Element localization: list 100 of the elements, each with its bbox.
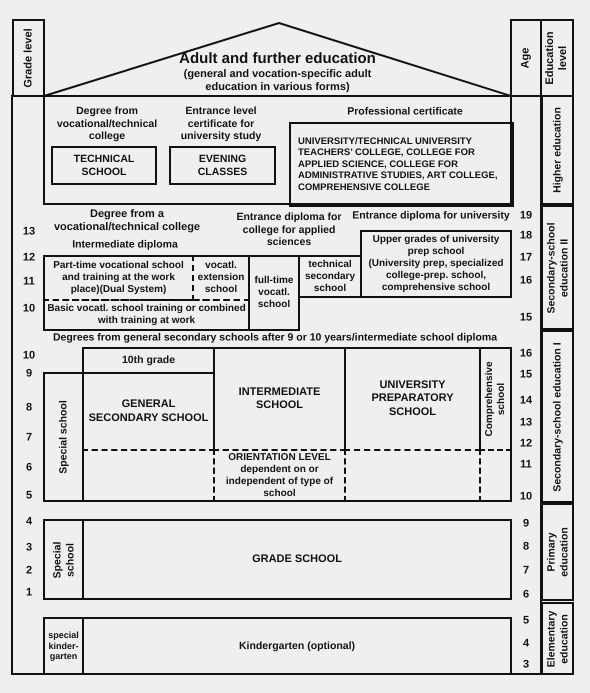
school-name: UNIVERSITY/TECHNICAL UNIVERSITY TEACHERS’ COLLEGE, COLLEGE FOR APPLIED SCIENCE, COLLEGE FOR ADMINISTRATIVE STUDIES, ART COLLEGE, COMPREHENSIVE COLLEGE bbox=[297, 136, 499, 193]
school-name: Kindergarten (optional) bbox=[238, 640, 356, 652]
grade-number: 10 bbox=[22, 302, 36, 316]
age-number: 10 bbox=[518, 490, 534, 504]
school-box bbox=[43, 519, 84, 600]
age-number: 3 bbox=[522, 658, 530, 672]
diploma-heading: Entrance diploma for university bbox=[351, 210, 511, 222]
grade-number: 2 bbox=[24, 564, 34, 578]
age-number: 16 bbox=[518, 347, 534, 361]
grade-number: 9 bbox=[24, 367, 34, 381]
age-number: 11 bbox=[519, 458, 533, 472]
school-box bbox=[479, 347, 512, 451]
level-name: Primary education bbox=[544, 526, 570, 579]
grade-number: 5 bbox=[24, 489, 34, 503]
school-box bbox=[43, 255, 194, 301]
grade-number: 13 bbox=[22, 225, 36, 239]
grade-number: 4 bbox=[24, 515, 34, 529]
school-box bbox=[82, 617, 512, 675]
school-box bbox=[82, 449, 215, 502]
age-number: 17 bbox=[518, 251, 534, 265]
heading: Adult and further education bbox=[178, 50, 377, 68]
school-name: ORIENTATION LEVEL bbox=[227, 452, 332, 464]
school-box bbox=[344, 347, 481, 451]
age-number: 4 bbox=[522, 637, 530, 651]
school-box bbox=[360, 230, 512, 298]
age-number: 12 bbox=[518, 437, 534, 451]
age-number: 14 bbox=[518, 394, 534, 408]
level-box bbox=[541, 503, 574, 601]
grade-number: 8 bbox=[24, 401, 34, 415]
age-number: 13 bbox=[518, 416, 534, 430]
school-box bbox=[82, 347, 215, 374]
school-note: dependent on or independent of type of school bbox=[224, 464, 334, 500]
level-box bbox=[541, 95, 574, 205]
school-name: GRADE SCHOOL bbox=[251, 552, 343, 566]
school-name: 10th grade bbox=[120, 354, 176, 367]
school-name: INTERMEDIATE SCHOOL bbox=[238, 386, 322, 412]
certificate-heading: Degree from vocational/technical college bbox=[56, 105, 158, 143]
age-number: 8 bbox=[522, 540, 530, 554]
school-note: (University prep, specialized college-prep. school, comprehensive school bbox=[367, 258, 505, 294]
column-title: Age bbox=[519, 46, 532, 70]
school-box bbox=[169, 146, 276, 185]
school-name: Basic vocatl. school training or combined with training at work bbox=[46, 303, 247, 327]
certificate-heading: Entrance level certificate for university study bbox=[180, 105, 262, 143]
school-box bbox=[43, 617, 84, 675]
certificate-heading: Professional certificate bbox=[346, 106, 464, 118]
school-name: Comprehensive school bbox=[484, 360, 508, 439]
level-name: Secondary-school education II bbox=[544, 220, 570, 316]
age-number: 9 bbox=[522, 517, 530, 531]
level-name: Elementary education bbox=[544, 609, 570, 669]
school-name: technical secondary school bbox=[304, 258, 356, 294]
age-number: 18 bbox=[518, 229, 534, 243]
column-header bbox=[540, 19, 574, 97]
school-box bbox=[213, 449, 346, 502]
column-header bbox=[12, 19, 45, 97]
school-name: Special school bbox=[50, 540, 76, 580]
school-box bbox=[298, 255, 362, 298]
age-number: 7 bbox=[522, 564, 530, 578]
school-box bbox=[289, 122, 514, 207]
school-box bbox=[82, 519, 512, 600]
level-box bbox=[541, 330, 574, 503]
school-name: full-time vocatl. school bbox=[254, 275, 294, 311]
grade-number: 11 bbox=[22, 275, 36, 289]
school-box bbox=[51, 146, 157, 185]
school-name: TECHNICAL SCHOOL bbox=[72, 152, 136, 178]
diploma-heading: Entrance diploma for college for applied sciences bbox=[235, 211, 342, 249]
level-name: Secondary-school education I bbox=[551, 340, 564, 494]
level-name: Higher education bbox=[551, 106, 564, 195]
school-box bbox=[213, 347, 346, 451]
grade-number: 10 bbox=[22, 349, 36, 363]
column-title: Grade level bbox=[22, 27, 35, 90]
school-name: Upper grades of university prep school bbox=[372, 234, 500, 258]
school-name: GENERAL SECONDARY SCHOOL bbox=[88, 398, 210, 425]
grade-number: 12 bbox=[22, 251, 36, 265]
column-title: Education level bbox=[544, 30, 570, 87]
diploma-heading: Degree from a vocational/technical college bbox=[52, 208, 202, 234]
grade-number: 7 bbox=[24, 431, 34, 445]
school-box bbox=[248, 255, 300, 331]
school-name: Special school bbox=[57, 399, 70, 476]
grade-number: 6 bbox=[24, 461, 34, 475]
grade-number: 3 bbox=[24, 541, 34, 555]
age-number: 16 bbox=[518, 274, 534, 288]
diploma-heading: Degrees from general secondary schools after 9 or 10 years/intermediate school diploma bbox=[52, 332, 498, 344]
higher-education-panel bbox=[43, 95, 512, 205]
school-name: vocatl. extension school bbox=[196, 260, 246, 296]
school-name: Part-time vocational school and training at the work place)(Dual System) bbox=[52, 260, 185, 296]
grade-number: 1 bbox=[24, 586, 34, 600]
subheading: (general and vocation-specific adult education in various forms) bbox=[182, 68, 372, 94]
age-number: 15 bbox=[518, 368, 534, 382]
level-box bbox=[541, 602, 574, 675]
age-number: 19 bbox=[518, 209, 534, 223]
age-number: 15 bbox=[518, 311, 534, 325]
age-number: 6 bbox=[522, 588, 530, 602]
school-box bbox=[479, 449, 512, 502]
roof-shape bbox=[43, 22, 512, 97]
school-name: EVENING CLASSES bbox=[196, 152, 248, 178]
school-box bbox=[344, 449, 481, 502]
school-name: special kinder-garten bbox=[47, 630, 80, 662]
diploma-heading: Intermediate diploma bbox=[71, 238, 179, 252]
school-box bbox=[43, 372, 84, 502]
school-name: UNIVERSITY PREPARATORY SCHOOL bbox=[370, 379, 455, 419]
